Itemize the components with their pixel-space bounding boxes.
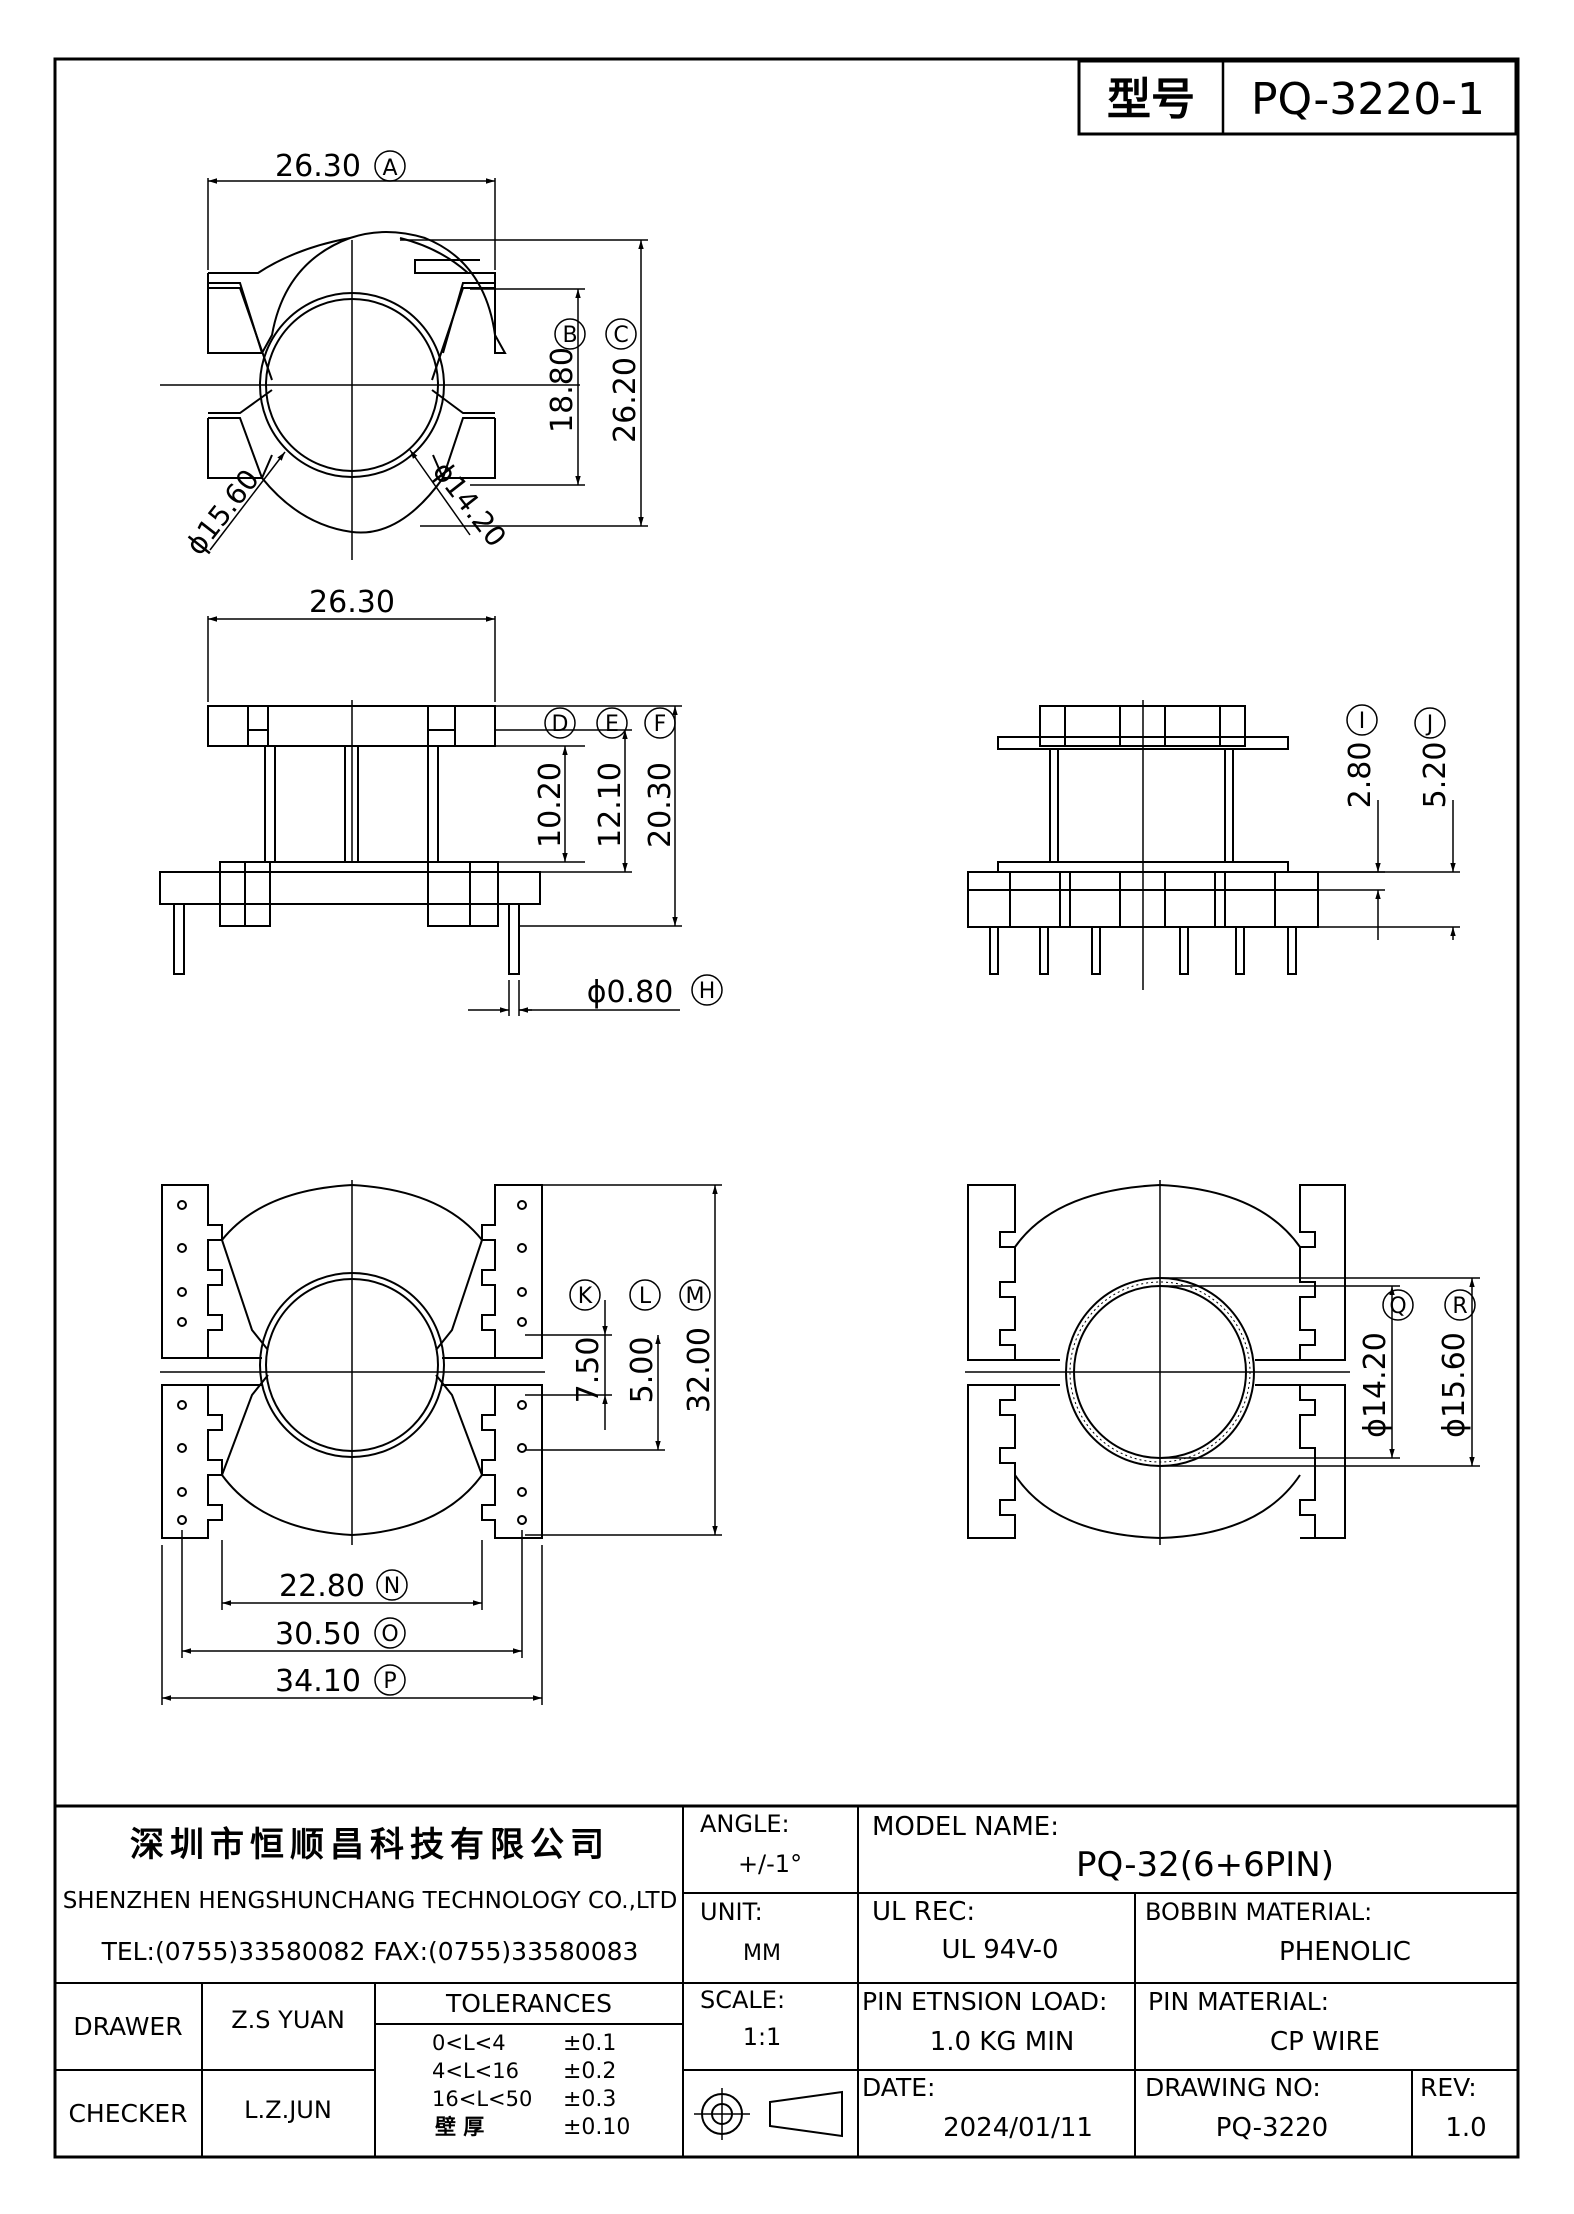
top-width-dim: 26.30 [275, 149, 361, 184]
bottom-view-centerlines [160, 1180, 545, 1545]
side-view-dims [1318, 800, 1460, 940]
front-h2-dim: 12.10 [593, 762, 628, 848]
front-view-labels: 26.30 D E F 10.20 12.10 20.30 ϕ0.80 H [309, 585, 723, 1010]
tolerance-value-2: ±0.2 [563, 2059, 616, 2084]
ref-i: I [1359, 709, 1366, 734]
unit-label: UNIT: [700, 1898, 763, 1926]
front-view [159, 705, 541, 975]
tolerance-range-1: 0<L<4 [432, 2031, 506, 2055]
company-name-cn: 深圳市恒顺昌科技有限公司 [130, 1825, 610, 1865]
angle-value: +/-1° [738, 1850, 802, 1878]
core-view-centerlines [965, 1180, 1350, 1545]
top-view-centerlines [160, 240, 580, 560]
tolerance-value-4: ±0.10 [563, 2115, 630, 2140]
ref-n: N [384, 1574, 400, 1599]
core-view-labels: Q R ϕ14.20 ϕ15.60 [1358, 1289, 1476, 1438]
title-block-text: 深圳市恒顺昌科技有限公司 SHENZHEN HENGSHUNCHANG TECH… [63, 1810, 1487, 2143]
bottom-w1-dim: 22.80 [279, 1569, 365, 1604]
top-inner-height-dim: 18.80 [545, 347, 580, 433]
model-value: PQ-3220-1 [1251, 74, 1485, 125]
side-h1-dim: 2.80 [1343, 742, 1378, 809]
core-dia-inner: ϕ14.20 [1358, 1332, 1393, 1438]
core-view [967, 1183, 1346, 1540]
front-h1-dim: 10.20 [533, 762, 568, 848]
top-view-dims [207, 178, 648, 551]
ref-f: F [654, 712, 667, 737]
tolerance-range-2: 4<L<16 [432, 2059, 519, 2083]
tolerance-range-3: 16<L<50 [432, 2087, 532, 2111]
ul-label: UL REC: [872, 1897, 975, 1927]
checker-label: CHECKER [68, 2099, 187, 2128]
front-width-dim: 26.30 [309, 585, 395, 620]
bobbin-material-label: BOBBIN MATERIAL: [1145, 1898, 1372, 1926]
ref-b: B [562, 323, 577, 348]
top-view-labels: 26.30 A 18.80 B 26.20 C ϕ15.60 ϕ14.20 [179, 149, 643, 561]
core-view-dims [1160, 1277, 1480, 1467]
model-label: 型号 [1107, 74, 1195, 125]
drawing-no-value: PQ-3220 [1216, 2113, 1328, 2143]
unit-value: MM [743, 1941, 781, 1966]
pin-load-value: 1.0 KG MIN [930, 2027, 1075, 2057]
ref-h: H [699, 979, 716, 1004]
tolerance-range-4: 壁 厚 [435, 2115, 484, 2139]
ref-o: O [381, 1622, 398, 1647]
bottom-view-labels: K L M 7.50 5.00 32.00 22.80 N 30.50 O 34… [275, 1279, 717, 1699]
pin-dia-dim: ϕ0.80 [587, 975, 674, 1010]
angle-label: ANGLE: [700, 1810, 790, 1838]
ref-k: K [578, 1284, 593, 1309]
ref-r: R [1452, 1294, 1467, 1319]
title-block [55, 1804, 1518, 2157]
ref-c: C [613, 323, 628, 348]
ref-q: Q [1389, 1294, 1406, 1319]
drawing-no-label: DRAWING NO: [1145, 2073, 1321, 2102]
bottom-w3-dim: 34.10 [275, 1664, 361, 1699]
pin-material-value: CP WIRE [1270, 2027, 1380, 2057]
date-value: 2024/01/11 [943, 2113, 1093, 2143]
front-h3-dim: 20.30 [643, 762, 678, 848]
tolerance-value-3: ±0.3 [563, 2087, 616, 2112]
checker-value: L.Z.JUN [244, 2096, 332, 2124]
drawer-value: Z.S YUAN [231, 2006, 345, 2034]
pin-load-label: PIN ETNSION LOAD: [862, 1987, 1107, 2016]
bottom-w2-dim: 30.50 [275, 1617, 361, 1652]
ref-a: A [382, 156, 397, 181]
model-name-label: MODEL NAME: [872, 1812, 1059, 1842]
pin-material-label: PIN MATERIAL: [1148, 1987, 1329, 2016]
ref-p: P [383, 1669, 396, 1694]
company-name-en: SHENZHEN HENGSHUNCHANG TECHNOLOGY CO.,LT… [63, 1888, 678, 1914]
ref-l: L [639, 1284, 652, 1309]
core-dia-outer: ϕ15.60 [1437, 1332, 1472, 1438]
ref-d: D [552, 712, 569, 737]
bottom-view-dims [161, 1184, 722, 1705]
rev-label: REV: [1420, 2073, 1477, 2102]
rev-value: 1.0 [1445, 2113, 1486, 2143]
bottom-h1-dim: 7.50 [571, 1337, 606, 1404]
ref-j: J [1425, 712, 1434, 737]
bottom-h3-dim: 32.00 [682, 1327, 717, 1413]
model-name-value: PQ-32(6+6PIN) [1076, 1845, 1334, 1885]
ref-m: M [686, 1284, 705, 1309]
drawer-label: DRAWER [73, 2012, 182, 2041]
scale-label: SCALE: [700, 1986, 785, 2014]
scale-value: 1:1 [743, 2023, 782, 2051]
front-view-dims [207, 616, 682, 1016]
company-contact: TEL:(0755)33580082 FAX:(0755)33580083 [101, 1937, 639, 1966]
ul-value: UL 94V-0 [941, 1935, 1058, 1965]
tolerances-label: TOLERANCES [445, 1989, 612, 2018]
ref-e: E [605, 712, 619, 737]
top-dia-inner: ϕ14.20 [426, 455, 513, 553]
side-view-labels: I J 2.80 5.20 [1343, 704, 1453, 809]
model-header: 型号 PQ-3220-1 [1077, 59, 1518, 136]
top-view [207, 231, 507, 534]
side-h2-dim: 5.20 [1418, 742, 1453, 809]
tolerance-value-1: ±0.1 [563, 2031, 616, 2056]
bobbin-material-value: PHENOLIC [1279, 1937, 1411, 1967]
top-outer-height-dim: 26.20 [608, 357, 643, 443]
sheet-border [53, 57, 1520, 2159]
bottom-h2-dim: 5.00 [625, 1337, 660, 1404]
date-label: DATE: [862, 2073, 935, 2102]
